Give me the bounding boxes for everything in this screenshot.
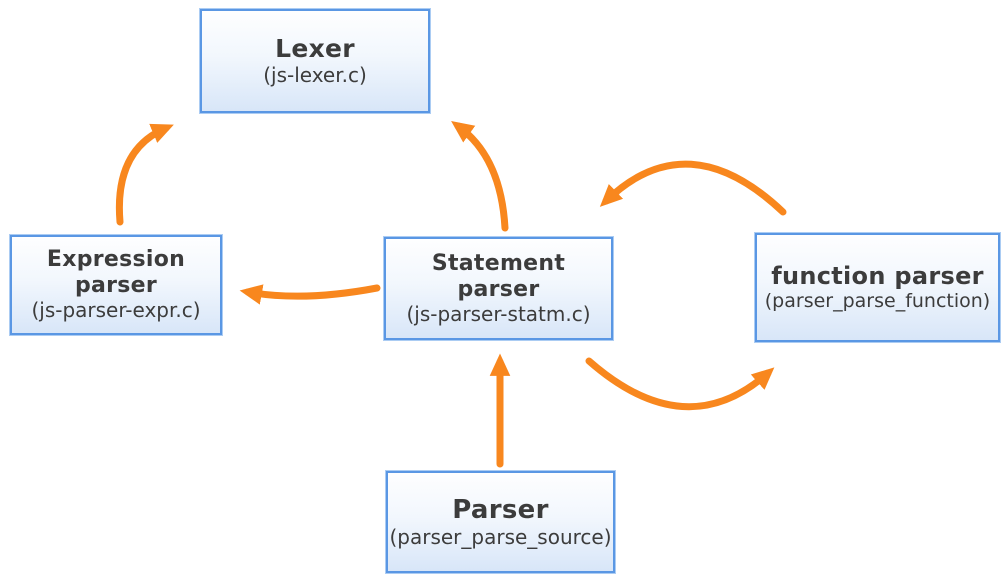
node-parser-title: Parser bbox=[452, 494, 549, 525]
node-lexer-subtitle: (js-lexer.c) bbox=[263, 62, 367, 87]
node-statement-parser: Statement parser (js-parser-statm.c) bbox=[384, 237, 613, 340]
node-statement-parser-title: Statement parser bbox=[431, 250, 566, 302]
edge-statement-parser-to-lexer bbox=[451, 121, 509, 232]
node-parser-subtitle: (parser_parse_source) bbox=[389, 524, 612, 549]
node-function-parser: function parser (parser_parse_function) bbox=[755, 233, 1000, 342]
node-lexer: Lexer (js-lexer.c) bbox=[200, 9, 430, 113]
edge-function-parser-to-statement-parser bbox=[599, 160, 787, 216]
node-expression-parser-title: Expression parser bbox=[46, 247, 186, 299]
edge-statement-parser-to-function-parser bbox=[585, 357, 775, 411]
node-parser: Parser (parser_parse_source) bbox=[386, 471, 615, 573]
node-expression-parser: Expression parser (js-parser-expr.c) bbox=[10, 235, 222, 335]
node-statement-parser-subtitle: (js-parser-statm.c) bbox=[406, 301, 591, 326]
edge-expression-parser-to-lexer bbox=[115, 123, 174, 226]
edge-statement-parser-to-expression-parser bbox=[239, 284, 381, 305]
node-function-parser-title: function parser bbox=[771, 262, 984, 291]
node-expression-parser-subtitle: (js-parser-expr.c) bbox=[31, 298, 201, 323]
node-lexer-title: Lexer bbox=[275, 34, 355, 64]
node-function-parser-subtitle: (parser_parse_function) bbox=[764, 290, 991, 313]
